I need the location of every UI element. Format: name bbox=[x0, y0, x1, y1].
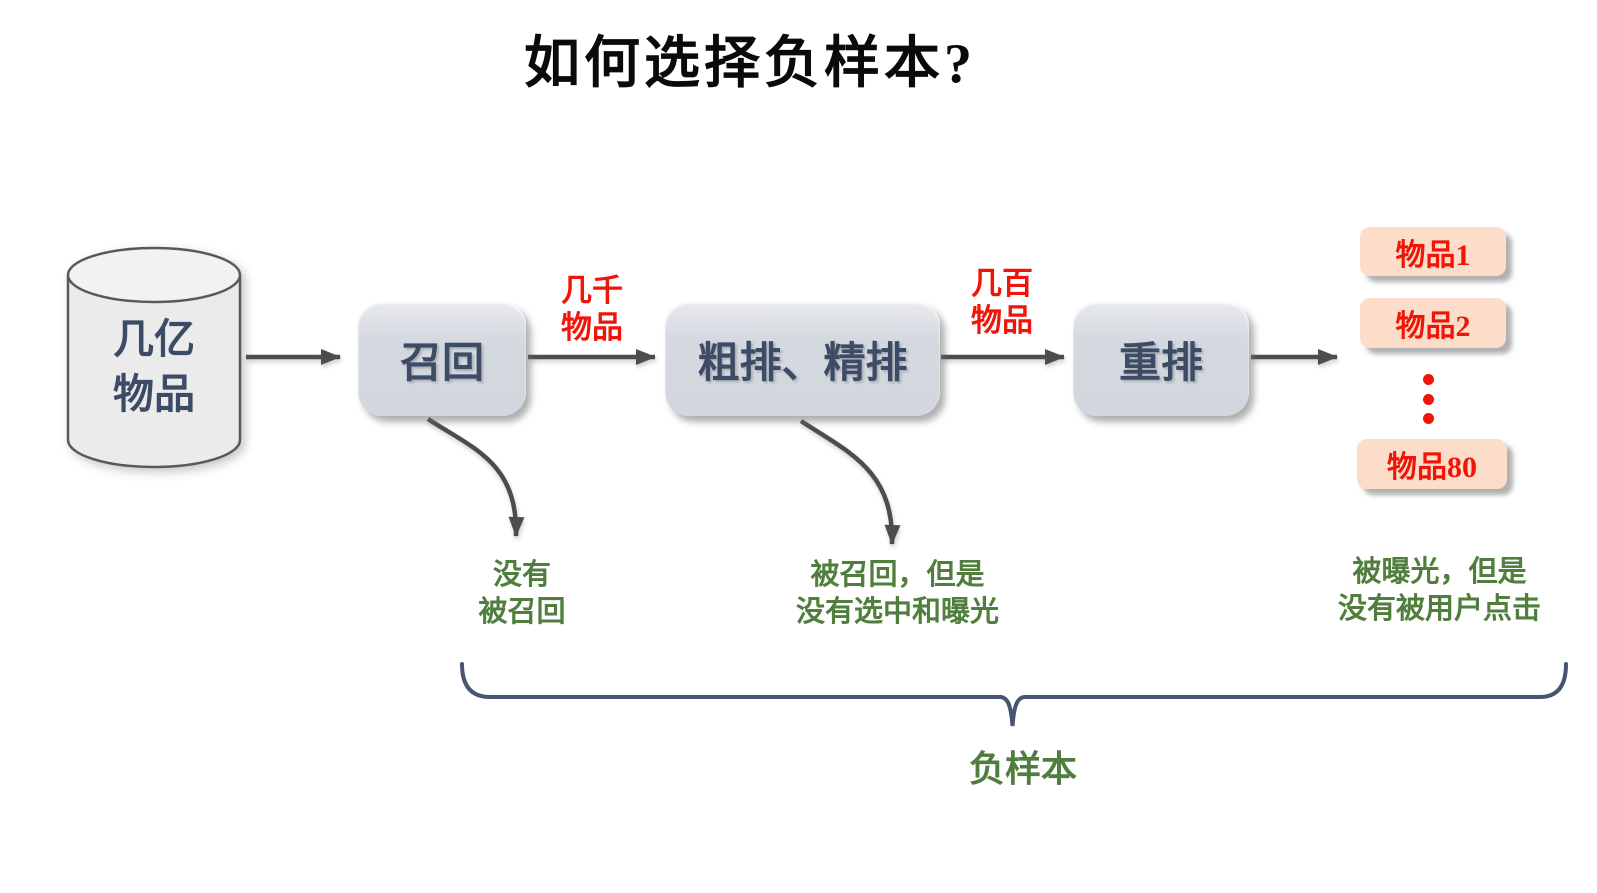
arrow-recall-dropout bbox=[426, 417, 525, 537]
source-label: 几亿 物品 bbox=[113, 316, 195, 417]
negative-samples-label: 负样本 bbox=[968, 749, 1077, 789]
stage-recall-label: 召回 bbox=[399, 340, 484, 387]
stage-rerank-label: 重排 bbox=[1118, 340, 1203, 387]
stage-coarse-fine-rank: 粗排、精排 bbox=[665, 302, 940, 416]
stage-rerank: 重排 bbox=[1073, 302, 1249, 416]
output-item-80-label: 物品80 bbox=[1387, 451, 1477, 484]
flow-count-hundreds: 几百 物品 bbox=[971, 266, 1033, 338]
note-recalled-not-exposed: 被召回，但是 没有选中和曝光 bbox=[795, 559, 999, 628]
note-exposed-not-clicked: 被曝光，但是 没有被用户点击 bbox=[1337, 556, 1541, 625]
items-database-cylinder bbox=[66, 246, 242, 469]
arrow-rank-dropout bbox=[799, 419, 901, 545]
stage-coarse-fine-rank-label: 粗排、精排 bbox=[697, 340, 908, 387]
output-item-2-label: 物品2 bbox=[1395, 310, 1471, 343]
flow-count-thousands: 几千 物品 bbox=[561, 273, 623, 345]
stage-recall: 召回 bbox=[358, 302, 526, 416]
output-item-1: 物品1 bbox=[1360, 227, 1506, 276]
page-title: 如何选择负样本? bbox=[524, 33, 976, 95]
output-item-1-label: 物品1 bbox=[1395, 238, 1471, 272]
output-item-2: 物品2 bbox=[1360, 298, 1506, 348]
vertical-ellipsis-dots bbox=[1423, 374, 1435, 424]
output-item-80: 物品80 bbox=[1357, 439, 1507, 489]
negative-samples-brace bbox=[460, 662, 1568, 727]
note-not-recalled: 没有 被召回 bbox=[478, 559, 566, 628]
